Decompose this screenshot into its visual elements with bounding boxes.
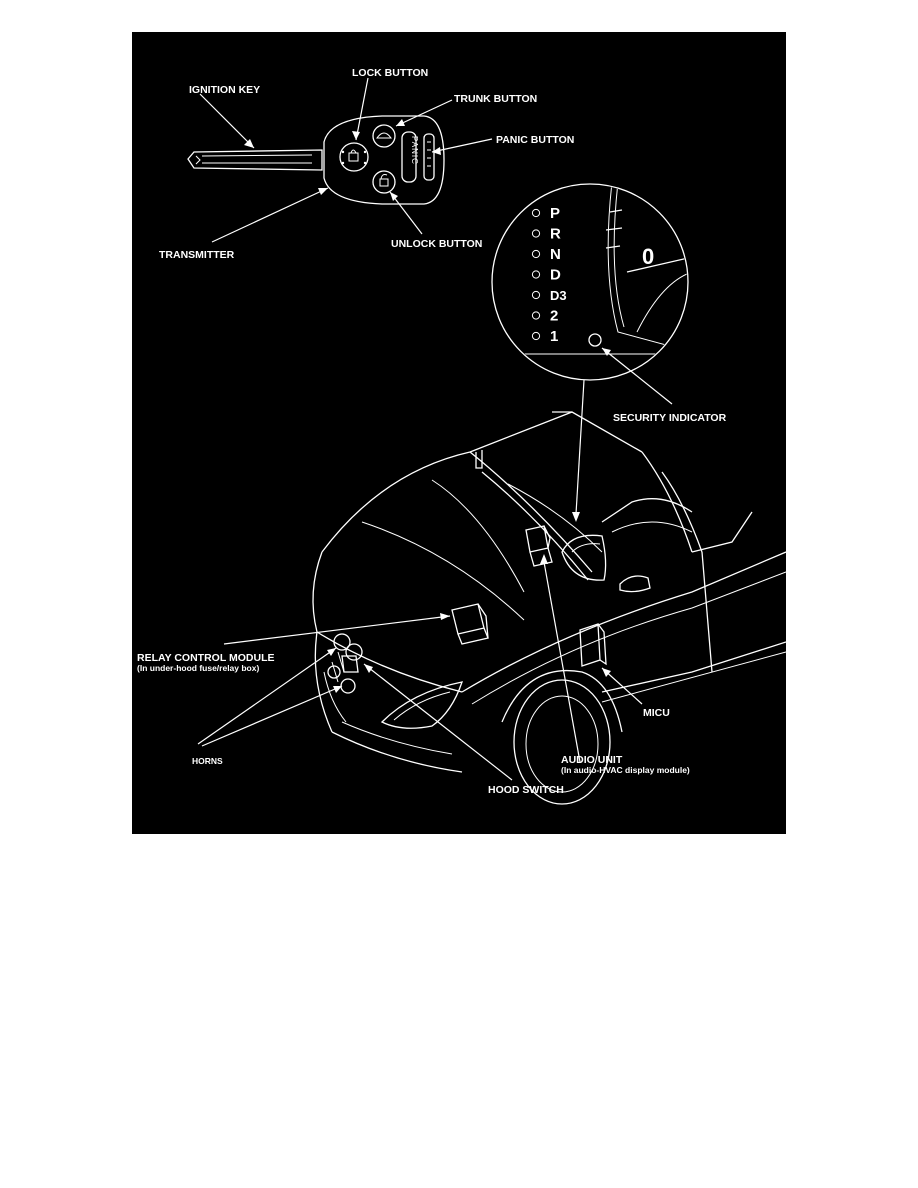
label-ignition-key: IGNITION KEY bbox=[189, 84, 260, 96]
gear-label-2: N bbox=[550, 246, 561, 263]
security-indicator-led bbox=[588, 333, 602, 347]
gear-led-4 bbox=[531, 290, 541, 300]
label-hood-switch: HOOD SWITCH bbox=[488, 784, 564, 796]
gear-led-0 bbox=[531, 208, 541, 218]
label-relay-control-module-note: (In under-hood fuse/relay box) bbox=[137, 663, 259, 673]
gear-led-5 bbox=[531, 311, 541, 320]
car-illustration bbox=[312, 411, 786, 805]
panic-button-text: PANIC bbox=[410, 136, 419, 165]
gear-label-3: D bbox=[550, 267, 561, 284]
label-unlock-button: UNLOCK BUTTON bbox=[391, 238, 482, 250]
gear-label-0: P bbox=[550, 205, 560, 222]
gear-label-6: 1 bbox=[550, 328, 558, 345]
ignition-key-illustration bbox=[187, 149, 323, 171]
label-transmitter: TRANSMITTER bbox=[159, 249, 235, 261]
label-micu: MICU bbox=[643, 707, 670, 719]
gear-led-3 bbox=[531, 270, 541, 279]
gauge-number: 0 bbox=[642, 244, 654, 269]
gear-led-2 bbox=[531, 249, 541, 259]
label-trunk-button: TRUNK BUTTON bbox=[454, 93, 537, 105]
gear-label-5: 2 bbox=[550, 308, 558, 325]
gear-label-1: R bbox=[550, 226, 561, 243]
leader-lines bbox=[197, 77, 673, 781]
gear-label-4: D3 bbox=[550, 288, 567, 303]
gear-led-6 bbox=[531, 331, 541, 341]
label-horns: HORNS bbox=[192, 756, 223, 766]
lock-button-shape bbox=[339, 142, 369, 172]
label-relay-control-module: RELAY CONTROL MODULE bbox=[137, 652, 274, 664]
label-security-indicator: SECURITY INDICATOR bbox=[613, 412, 727, 424]
label-audio-unit: AUDIO UNIT bbox=[561, 754, 623, 766]
label-audio-unit-note: (In audio-HVAC display module) bbox=[561, 765, 690, 775]
gear-led-1 bbox=[531, 229, 541, 238]
label-lock-button: LOCK BUTTON bbox=[352, 67, 428, 79]
unlock-button-shape bbox=[372, 170, 396, 194]
callout-labels: IGNITION KEY LOCK BUTTON TRUNK BUTTON PA… bbox=[137, 67, 727, 796]
label-panic-button: PANIC BUTTON bbox=[496, 134, 574, 146]
transmitter-illustration: PANIC bbox=[323, 115, 445, 205]
trunk-button-shape bbox=[372, 124, 396, 148]
panic-button-shape bbox=[401, 131, 417, 183]
